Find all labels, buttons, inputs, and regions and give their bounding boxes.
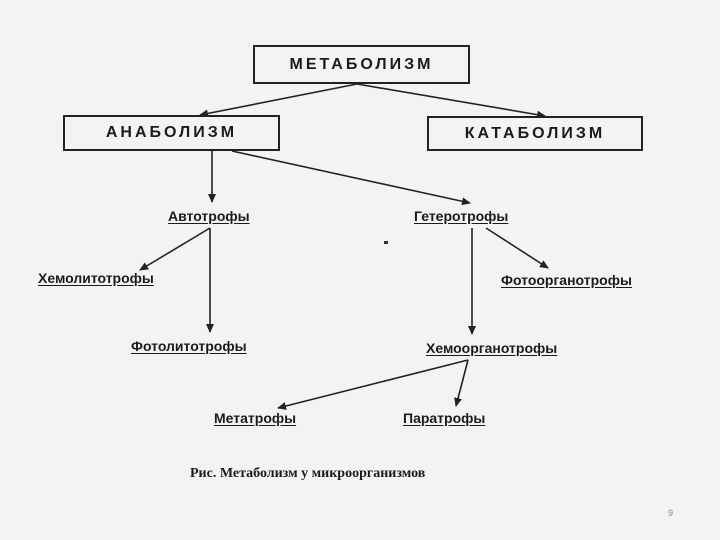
autotrophs-label: Автотрофы — [168, 208, 250, 224]
arrow-chemoorganotrophs-to-paratrophs — [454, 359, 469, 407]
metabolism-label: МЕТАБОЛИЗМ — [289, 55, 434, 73]
metatrophs-label: Метатрофы — [214, 410, 297, 426]
anabolism-box: АНАБОЛИЗМ — [63, 115, 280, 151]
arrow-anabolism-to-heterotrophs — [231, 150, 471, 206]
metabolism-box: МЕТАБОЛИЗМ — [253, 45, 470, 84]
paratrophs-label: Паратрофы — [403, 410, 486, 426]
arrow-heterotrophs-to-photoorganotrophs — [485, 227, 549, 269]
figure-caption: Рис. Метаболизм у микроорганизмов — [190, 466, 426, 481]
arrow-root-to-anabolism — [199, 83, 358, 118]
chemoorganotrophs-label: Хемоорганотрофы — [426, 340, 558, 356]
photolithotrophs-label: Фотолитотрофы — [131, 338, 247, 354]
scan-speck — [384, 241, 388, 244]
catabolism-label: КАТАБОЛИЗМ — [464, 124, 606, 142]
page-number: 9 — [668, 508, 674, 518]
chemolithotrophs-label: Хемолитотрофы — [38, 270, 154, 286]
arrow-root-to-catabolism — [356, 83, 546, 119]
photoorganotrophs-label: Фотоорганотрофы — [501, 272, 632, 288]
arrow-chemoorganotrophs-to-metatrophs — [277, 359, 469, 410]
catabolism-box: КАТАБОЛИЗМ — [427, 116, 643, 151]
heterotrophs-label: Гетеротрофы — [414, 208, 509, 224]
anabolism-label: АНАБОЛИЗМ — [105, 124, 238, 141]
arrow-autotrophs-to-chemolithotrophs — [139, 227, 211, 271]
